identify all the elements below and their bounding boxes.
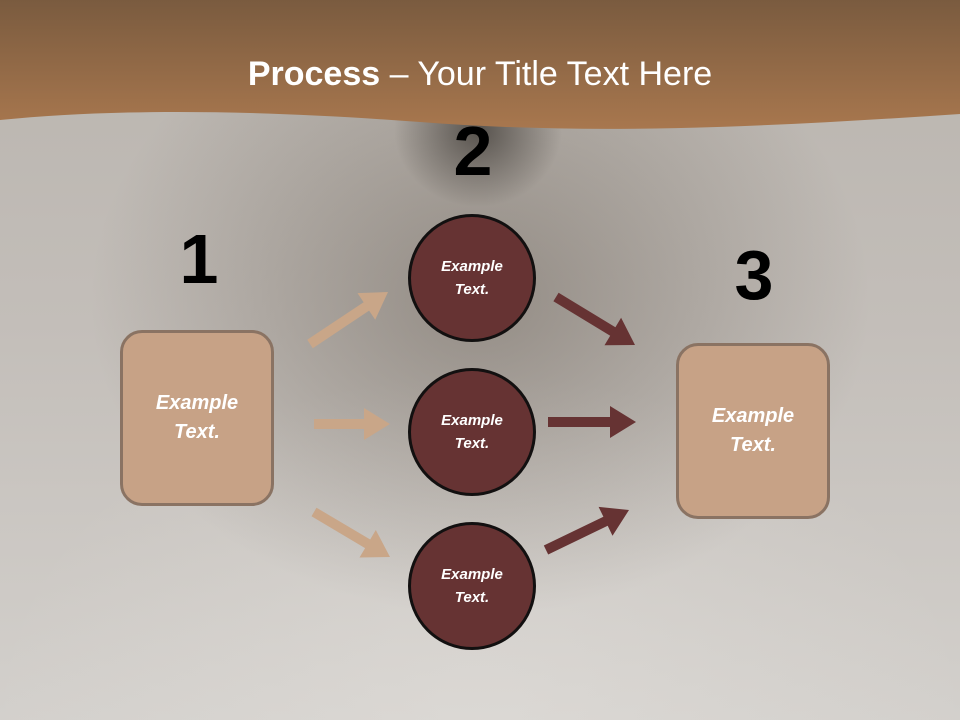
title-bold: Process [247, 55, 381, 93]
left-box: Example Text. [120, 330, 274, 506]
circle-top: Example Text. [408, 214, 536, 342]
arrow-left-to-bottom [311, 507, 390, 558]
right-box-text: Example Text. [711, 405, 795, 456]
circle-middle: Example Text. [408, 368, 536, 496]
step-number-3: 3 [734, 236, 774, 314]
slide-title: Process – Your Title Text Here [0, 52, 960, 96]
arrow-left-to-top [307, 292, 388, 349]
step-number-2: 2 [453, 112, 493, 190]
circle-middle-text: Example Text. [441, 412, 503, 452]
step-number-1: 1 [179, 220, 219, 298]
left-box-text: Example Text. [155, 392, 239, 443]
arrow-top-to-right [553, 292, 635, 346]
arrow-middle-to-right [548, 406, 636, 438]
arrow-bottom-to-right [543, 506, 629, 555]
circle-top-text: Example Text. [441, 258, 503, 298]
arrow-left-to-middle [314, 408, 390, 440]
circle-bottom: Example Text. [408, 522, 536, 650]
title-rest: – Your Title Text Here [380, 55, 713, 93]
circle-bottom-text: Example Text. [441, 566, 503, 606]
right-box: Example Text. [676, 343, 830, 519]
title-banner [0, 0, 960, 129]
